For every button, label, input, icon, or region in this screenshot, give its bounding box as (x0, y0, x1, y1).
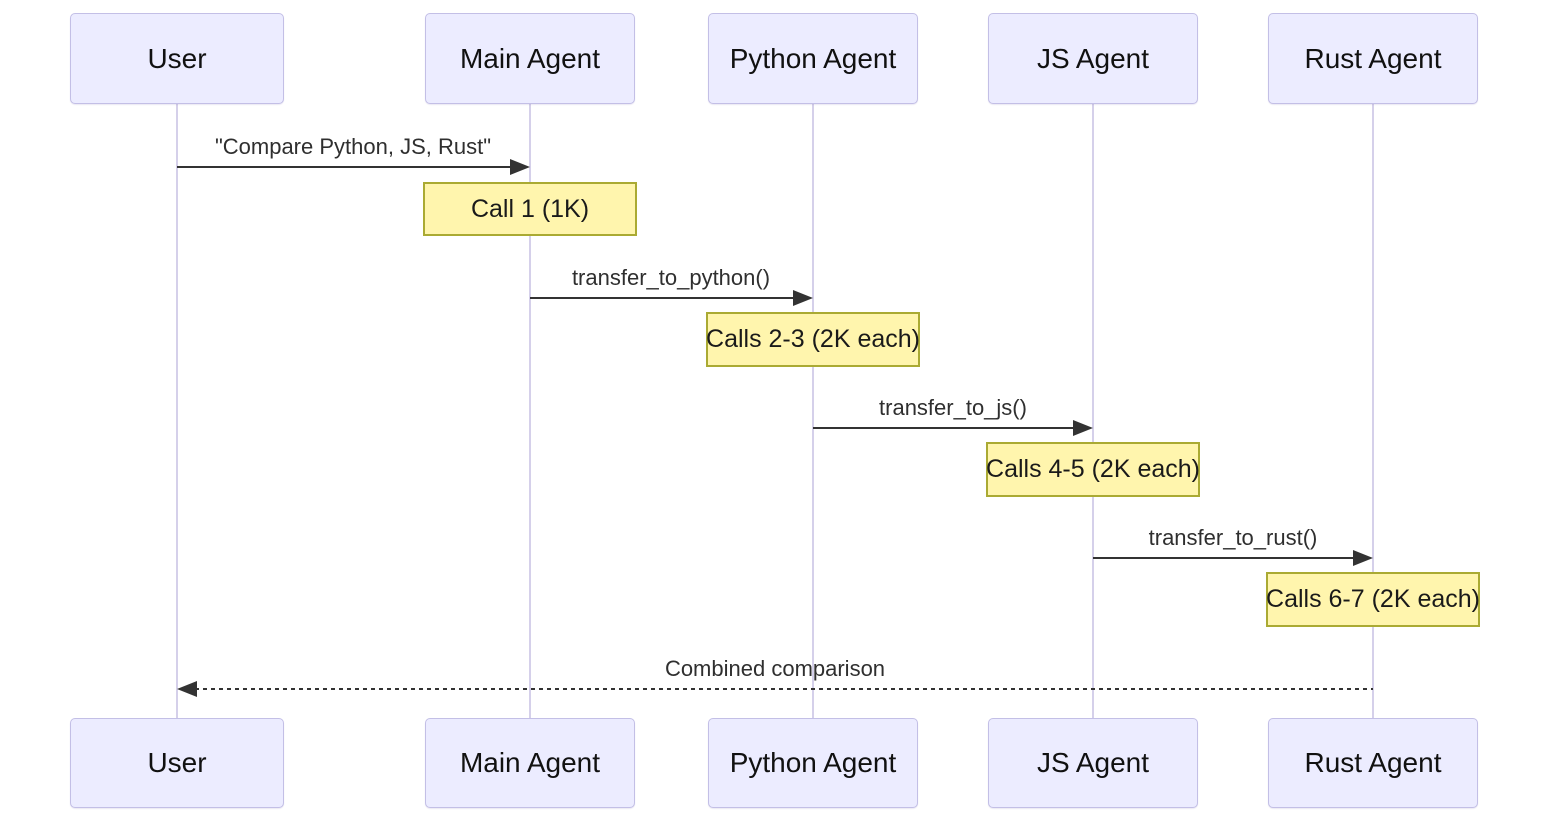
actor-top-rust-agent: Rust Agent (1268, 13, 1478, 104)
actor-bottom-js-agent: JS Agent (988, 718, 1198, 808)
actor-label: JS Agent (1036, 747, 1150, 778)
message-line-transfer-js (813, 427, 1081, 429)
message-label-transfer-js: transfer_to_js() (879, 395, 1027, 420)
lifeline-main-agent (529, 104, 531, 718)
message-label-transfer-python: transfer_to_python() (571, 265, 771, 290)
actor-bottom-rust-agent: Rust Agent (1268, 718, 1478, 808)
message-line-transfer-python (530, 297, 801, 299)
message-label-transfer-rust: transfer_to_rust() (1148, 525, 1318, 550)
actor-label: User (147, 42, 207, 74)
lifeline-rust-agent (1372, 104, 1374, 718)
arrowhead-right-icon (793, 290, 813, 306)
note-calls-2-3: Calls 2-3 (2K each) (706, 312, 920, 367)
actor-top-js-agent: JS Agent (988, 13, 1198, 104)
message-line-compare (177, 166, 518, 168)
note-label: Calls 6-7 (2K each) (1266, 585, 1480, 613)
arrowhead-left-icon (177, 681, 197, 697)
message-line-combined-comparison (195, 688, 1373, 690)
actor-label: JS Agent (1036, 42, 1150, 74)
actor-label: Python Agent (729, 747, 897, 778)
actor-label: User (147, 747, 207, 778)
actor-bottom-main-agent: Main Agent (425, 718, 635, 808)
actor-top-python-agent: Python Agent (708, 13, 918, 104)
actor-bottom-python-agent: Python Agent (708, 718, 918, 808)
lifeline-python-agent (812, 104, 814, 718)
arrowhead-right-icon (1073, 420, 1093, 436)
lifeline-user (176, 104, 178, 718)
actor-label: Python Agent (729, 42, 897, 74)
note-label: Calls 4-5 (2K each) (986, 455, 1200, 483)
actor-top-user: User (70, 13, 284, 104)
actor-bottom-user: User (70, 718, 284, 808)
actor-label: Rust Agent (1304, 747, 1442, 778)
arrowhead-right-icon (510, 159, 530, 175)
message-label-combined-comparison: Combined comparison (664, 656, 886, 681)
note-call-1: Call 1 (1K) (423, 182, 637, 236)
message-line-transfer-rust (1093, 557, 1361, 559)
actor-top-main-agent: Main Agent (425, 13, 635, 104)
note-calls-4-5: Calls 4-5 (2K each) (986, 442, 1200, 497)
actor-label: Main Agent (459, 42, 601, 74)
note-label: Call 1 (1K) (470, 194, 590, 223)
lifeline-js-agent (1092, 104, 1094, 718)
note-label: Calls 2-3 (2K each) (706, 325, 920, 353)
note-calls-6-7: Calls 6-7 (2K each) (1266, 572, 1480, 627)
actor-label: Rust Agent (1304, 42, 1442, 74)
arrowhead-right-icon (1353, 550, 1373, 566)
actor-label: Main Agent (459, 747, 601, 778)
message-label-compare: "Compare Python, JS, Rust" (214, 134, 492, 159)
